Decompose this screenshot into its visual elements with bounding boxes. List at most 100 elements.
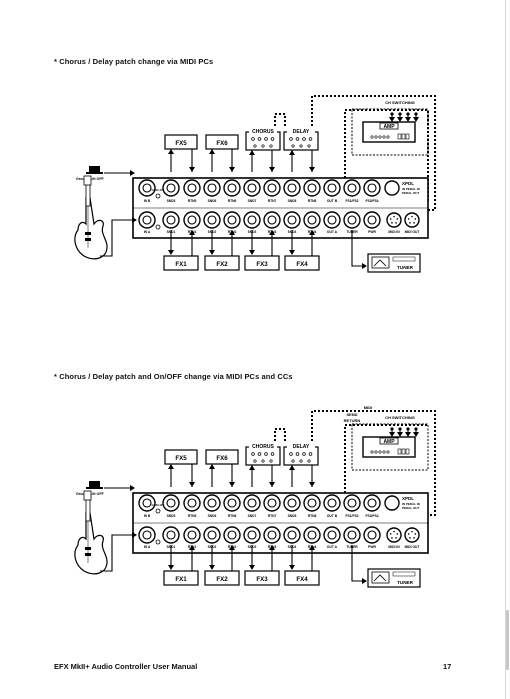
ground-lift-icon: [89, 481, 100, 487]
jack-bottom-label: MIDI IN: [388, 230, 400, 234]
jack-inner: [207, 530, 217, 540]
midi-pin: [391, 222, 393, 224]
jack-inner: [267, 183, 277, 193]
amp-jack: [401, 448, 406, 455]
jack-inner: [327, 183, 337, 193]
pedal-switch: [291, 144, 295, 148]
jack-inner: [227, 530, 237, 540]
jack-bottom-label: OUT A: [327, 230, 338, 234]
tuner-needle: [373, 574, 387, 582]
fx-bottom-label: FX1: [175, 576, 187, 583]
amp-label-box: [379, 437, 399, 445]
pedal-switch: [307, 144, 311, 148]
midi-pin: [413, 537, 415, 539]
jack-bottom-midi-in: [386, 527, 402, 543]
scroll-indicator[interactable]: [506, 610, 509, 670]
jack-inner: [166, 215, 176, 225]
pedal-knob: [257, 137, 262, 141]
midi-pin: [414, 218, 417, 220]
pedal-knob: [289, 452, 293, 456]
tuner-display: [371, 256, 390, 269]
fx-top-box: [164, 134, 198, 150]
jack-inner: [347, 215, 357, 225]
xpdl-sub: IN PEDAL IN: [402, 502, 420, 506]
amp-knob: [386, 450, 390, 454]
midi-pin: [413, 222, 415, 224]
jack-top-label: FS1/FS2: [345, 514, 358, 518]
midi-cable-main: [311, 95, 436, 211]
gnd-lift-label: GND LIFT: [152, 188, 165, 192]
midi-pin: [389, 533, 392, 535]
jack-top-label: SND7: [248, 199, 257, 203]
guitar-pickup: [85, 232, 91, 235]
fx-return-arrow: [309, 545, 315, 550]
fx-bottom-box: [163, 570, 199, 586]
fx-send-arrow: [249, 250, 255, 255]
jack-top-label: SND6: [208, 514, 217, 518]
xpdl-sub: IN PEDAL IN: [402, 187, 420, 191]
midi-link-pedals: [274, 113, 286, 126]
ch-switching-label: CH SWITCHING: [385, 100, 415, 105]
midi-pin: [393, 215, 395, 218]
fx-send-arrow: [289, 565, 295, 570]
midi-cable-main: [311, 410, 436, 516]
amp-jack: [401, 133, 406, 140]
ch-switch-arrow: [389, 432, 395, 437]
pedal-switch: [291, 459, 295, 463]
fx-bottom-box: [163, 255, 199, 271]
gnd-lift-switch: [155, 193, 161, 199]
pedal-knob: [308, 452, 313, 456]
ch-switch-jack: [390, 112, 394, 116]
jack-inner: [307, 215, 317, 225]
amp-label-box: [379, 122, 399, 130]
midi-pin: [409, 222, 411, 224]
tuner-label: TUNER: [397, 265, 414, 270]
amp-label: AMP: [383, 124, 395, 130]
page-edge: [505, 0, 506, 699]
jack-inner: [327, 215, 337, 225]
pedal-knob: [257, 452, 262, 456]
pedal-label-bg: [249, 128, 277, 135]
fx-bottom-box: [284, 255, 320, 271]
xpdl-jack: [384, 180, 400, 196]
pedal-label-bg: [287, 443, 315, 450]
midi-pin: [407, 533, 410, 535]
ch-switch-arrow: [389, 117, 395, 122]
jack-inner: [187, 215, 197, 225]
midi-pin: [411, 530, 413, 533]
midi-pin: [393, 530, 395, 533]
footer-manual-title: EFX MkII+ Audio Controller User Manual: [54, 662, 198, 671]
fx-send-arrow: [249, 565, 255, 570]
jack-inner: [247, 215, 257, 225]
fx-return-arrow: [309, 230, 315, 235]
ch-switch-arrow: [397, 432, 403, 437]
jack-inner: [347, 530, 357, 540]
pedal-switch: [253, 144, 257, 148]
fx-send-arrow: [289, 250, 295, 255]
amp-knob: [382, 450, 386, 454]
fx-send-arrow: [168, 565, 174, 570]
ground-lift-arrow: [130, 485, 135, 491]
midi-send-label: SEND: [346, 412, 357, 417]
guitar-head: [83, 490, 92, 501]
fx-arrow-up: [168, 149, 174, 154]
jack-top-label: RTN7: [268, 199, 277, 203]
fx-arrow-down: [309, 482, 315, 487]
ch-switch-cable: [344, 424, 428, 493]
fx-send-arrow: [209, 250, 215, 255]
tuner-arrow: [362, 263, 367, 269]
pedal-switch: [307, 459, 311, 463]
fx-return-arrow: [189, 545, 195, 550]
fx-arrow-up: [249, 465, 255, 470]
fx-arrow-down: [269, 482, 275, 487]
midi-pin: [414, 533, 417, 535]
jack-inner: [142, 498, 152, 508]
jack-top-label: SND7: [248, 514, 257, 518]
tuner-cable: [351, 230, 362, 267]
jack-inner: [207, 215, 217, 225]
fx-arrow-up: [289, 150, 295, 155]
jack-bottom-midi-out: [404, 212, 420, 228]
section-2-caption: * Chorus / Delay patch and On/OFF change…: [54, 372, 293, 381]
midi-pin: [389, 218, 392, 220]
